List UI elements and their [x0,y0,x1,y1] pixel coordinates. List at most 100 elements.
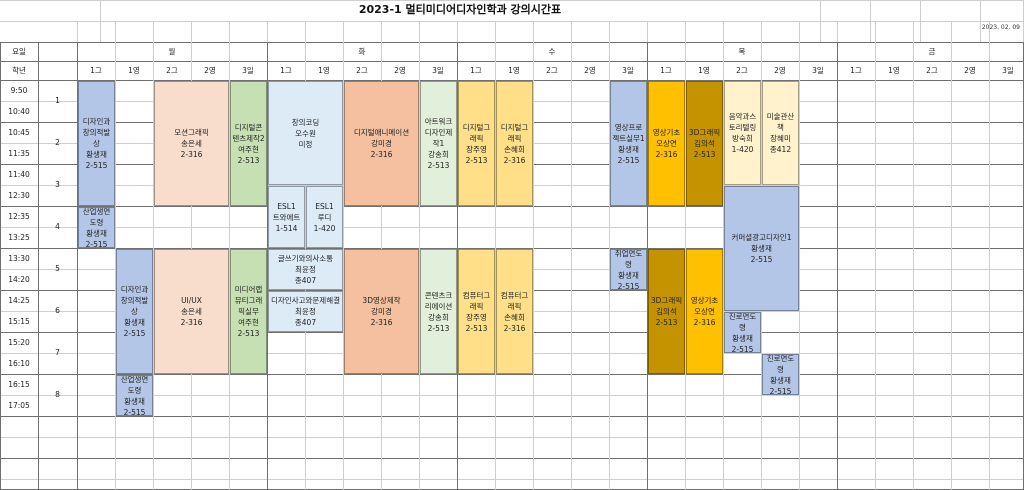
course-text: 커머셜광고디자인1 황생재 2-515 [731,233,792,264]
grid-vline-top [980,0,981,42]
grid-vline [609,42,610,490]
day-label-1: 화 [358,47,366,56]
course-block: 미디어랩 뮤티그래 픽실무 여주현 2-513 [230,249,267,374]
course-text: 디자인과 창의적발 상 황생재 2-515 [82,117,111,170]
grade-label: 1영 [318,66,330,75]
grid-vline-top [229,21,230,42]
time-label: 15:15 [8,317,30,326]
grid-vline [38,42,39,490]
grid-vline-top [685,21,686,42]
grid-hline [0,374,1024,375]
time-label: 15:20 [8,338,30,347]
grade-label: 3일 [622,66,634,75]
grade-label: 2그 [546,66,558,75]
grid-hline [0,80,1024,81]
grid-vline [989,42,990,490]
yoil-label: 요일 [12,47,26,56]
course-block: 3D그래픽 김의석 2-513 [648,249,685,374]
grid-vline-top [191,21,192,42]
time-label: 11:35 [8,149,30,158]
grade-label: 3일 [812,66,824,75]
time-label: 13:25 [8,233,30,242]
grid-vline [799,42,800,490]
grid-vline [951,42,952,490]
grade-label: 2그 [736,66,748,75]
grade-label: 1그 [660,66,672,75]
course-text: 글쓰기와의사소통 최윤정 종407 [277,254,334,285]
grid-vline-top [820,0,821,42]
course-text: 취업면도 령 황생재 2-515 [614,249,643,290]
time-label: 13:30 [8,254,30,263]
grid-vline-top [533,21,534,42]
course-block: 모션그래픽 송은세 2-316 [154,81,229,206]
time-label: 12:30 [8,191,30,200]
course-block: 3D그래픽 김의석 2-513 [686,81,723,206]
course-block: 커머셜광고디자인1 황생재 2-515 [724,186,799,311]
course-text: 진로면도 령 황생재 2-515 [728,312,757,353]
grid-hline-top [0,61,1024,62]
grade-label: 2영 [584,66,596,75]
course-text: 산업생면 도령 황생재 2-515 [82,207,111,248]
course-text: 3D그래픽 김의석 2-513 [688,128,721,159]
grid-hline [0,248,1024,249]
grid-hline [0,458,1024,459]
grid-vline [571,42,572,490]
course-block: 컴퓨터그 래픽 장주영 2-513 [458,249,495,374]
course-text: ESL1 트와에트 1-514 [272,201,301,233]
course-text: 영상프로 젝트실무1 황생재 2-515 [612,122,645,165]
grid-vline-top [609,21,610,42]
grade-label: 1그 [470,66,482,75]
course-block: UI/UX 송은세 2-316 [154,249,229,374]
grade-label: 1그 [850,66,862,75]
grid-vline [229,42,230,490]
time-label: 11:40 [8,170,30,179]
time-label: 9:50 [10,86,28,95]
course-text: ESL1 루디 1-420 [313,201,336,233]
grid-vline-top [495,21,496,42]
grid-vline-top [267,21,268,42]
course-block: 아트워크 디자인제 작1 강송희 2-513 [420,81,457,206]
grid-vline [419,42,420,490]
grid-vline-top [115,21,116,42]
time-label: 14:25 [8,296,30,305]
course-text: 미술관산 책 장혜미 종412 [766,112,795,154]
grid-vline [77,42,78,490]
day-label-0: 월 [168,47,176,56]
grid-vline [913,42,914,490]
course-text: 진로면도 령 황생재 2-515 [766,354,795,395]
course-block: 음악과스 토리텔링 방숙희 1-420 [724,81,761,185]
grid-vline-top [989,21,990,42]
grid-vline [267,42,268,490]
grid-hline [0,227,1024,228]
grade-label: 3일 [432,66,444,75]
period-label: 4 [55,222,60,231]
grid-vline-top [761,21,762,42]
course-block: 진로면도 령 황생재 2-515 [762,354,799,395]
time-label: 10:45 [8,128,30,137]
page-title: 2023-1 멀티미디어디자인학과 강의시간표 [358,3,562,16]
grade-label: 1영 [508,66,520,75]
course-text: 영상기초 오상연 2-316 [652,128,681,159]
hakyeon-label: 학년 [12,66,26,75]
time-label: 17:05 [8,401,30,410]
course-text: 3D영상제작 강미경 2-316 [362,296,401,327]
grid-vline-top [647,21,648,42]
grade-label: 2그 [356,66,368,75]
course-block: 3D영상제작 강미경 2-316 [344,249,419,374]
course-block: 취업면도 령 황생재 2-515 [610,249,647,290]
grid-hline [0,437,1024,438]
day-label-2: 수 [548,47,556,56]
course-block: 컴퓨터그 래픽 손혜희 2-316 [496,249,533,374]
course-text: 디지털콘 텐츠제작2 여주현 2-513 [232,122,265,165]
time-label: 12:35 [8,212,30,221]
grid-vline [723,42,724,490]
grid-vline-top [100,0,101,42]
course-block: 영상기초 오상연 2-316 [648,81,685,206]
course-block: 산업생면 도령 황생재 2-515 [78,207,115,248]
grid-hline [0,479,1024,480]
course-text: 콘텐츠크 리에이션 강송희 2-513 [424,290,453,333]
period-label: 6 [55,306,60,315]
course-block: 디지털그 래픽 손혜희 2-316 [496,81,533,206]
grade-label: 1그 [90,66,102,75]
course-text: 영상기초 오상연 2-316 [690,296,719,327]
